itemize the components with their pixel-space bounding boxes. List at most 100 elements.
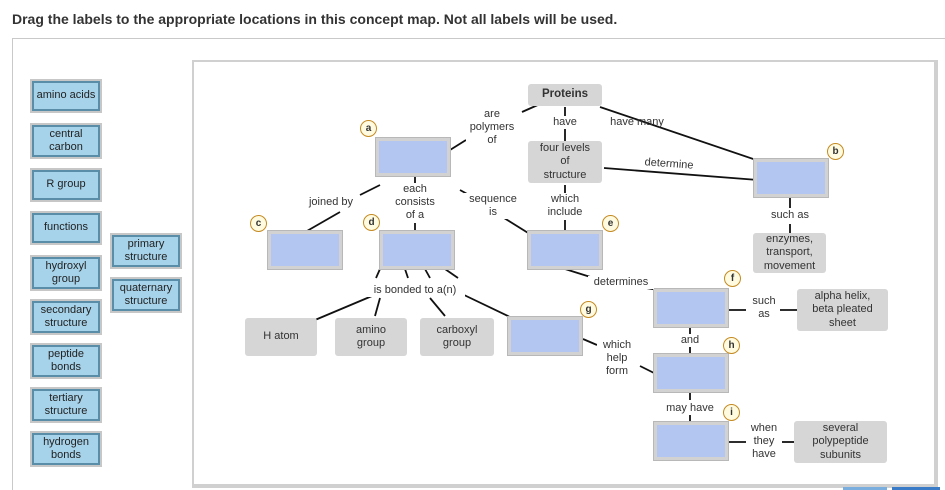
drop-target-c[interactable] — [267, 230, 343, 270]
link-and: and — [676, 334, 704, 348]
link-each-consists-of-a: each consists of a — [389, 183, 441, 223]
label-text: group — [51, 273, 81, 285]
link-text: determines — [593, 276, 649, 288]
label-quaternary-structure[interactable]: quaternary structure — [110, 277, 182, 313]
drop-target-g[interactable] — [507, 316, 583, 356]
node-four-levels-of-structure: four levels of structure — [528, 141, 602, 183]
marker-b: b — [827, 143, 844, 160]
node-text: H atom — [263, 330, 299, 343]
marker-letter: c — [255, 218, 262, 229]
node-text: group — [442, 337, 472, 349]
node-text: alpha helix, — [814, 290, 871, 303]
label-r-group[interactable]: R group — [30, 168, 102, 202]
node-proteins: Proteins — [528, 84, 602, 106]
label-text: structure — [44, 405, 88, 417]
label-text: secondary — [40, 303, 92, 316]
marker-letter: a — [365, 123, 372, 134]
marker-a: a — [360, 120, 377, 137]
link-text: form — [606, 365, 628, 378]
link-may-have: may have — [660, 402, 720, 416]
link-joined-by: joined by — [303, 196, 359, 210]
label-text: carbon — [49, 141, 83, 153]
node-text: enzymes, — [765, 233, 814, 246]
node-text: amino — [356, 323, 386, 336]
node-text: beta pleated — [812, 303, 873, 316]
link-when-they-have: when they have — [746, 422, 782, 462]
label-functions[interactable]: functions — [30, 211, 102, 245]
marker-c: c — [250, 215, 267, 232]
drop-target-d[interactable] — [379, 230, 455, 270]
label-secondary-structure[interactable]: secondary structure — [30, 299, 102, 335]
label-text: structure — [124, 295, 168, 307]
link-text: polymers — [469, 121, 515, 134]
node-enzymes-transport-movement: enzymes, transport, movement — [753, 233, 826, 273]
marker-e: e — [602, 215, 619, 232]
link-text: and — [680, 334, 700, 346]
link-have: have — [549, 116, 581, 130]
label-text: bonds — [51, 449, 81, 461]
marker-letter: g — [585, 304, 592, 315]
link-is-bonded-to: is bonded to a(n) — [365, 284, 465, 298]
node-text: of — [560, 155, 570, 168]
marker-g: g — [580, 301, 597, 318]
label-central-carbon[interactable]: central carbon — [30, 123, 102, 159]
instruction-text: Drag the labels to the appropriate locat… — [12, 11, 618, 27]
drop-target-f[interactable] — [653, 288, 729, 328]
node-text: transport, — [766, 246, 813, 259]
link-text: of a — [405, 209, 425, 222]
marker-letter: b — [832, 146, 839, 157]
node-text: polypeptide — [812, 435, 869, 448]
bottom-button-edge[interactable] — [843, 487, 887, 490]
label-text: peptide — [47, 347, 85, 360]
label-text: amino acids — [36, 89, 96, 102]
link-text: help — [606, 352, 628, 365]
node-alpha-helix-beta-sheet: alpha helix, beta pleated sheet — [797, 289, 888, 331]
marker-h: h — [723, 337, 740, 354]
link-text: which — [550, 193, 580, 205]
link-which-help-form: which help form — [597, 339, 637, 379]
label-amino-acids[interactable]: amino acids — [30, 79, 102, 113]
link-text: is bonded to a(n) — [373, 284, 457, 296]
label-text: structure — [124, 251, 168, 263]
label-text: bonds — [51, 361, 81, 373]
marker-letter: f — [730, 273, 735, 284]
label-tertiary-structure[interactable]: tertiary structure — [30, 387, 102, 423]
label-primary-structure[interactable]: primary structure — [110, 233, 182, 269]
node-text: sheet — [829, 316, 856, 329]
drop-target-h[interactable] — [653, 353, 729, 393]
node-amino-group: amino group — [335, 318, 407, 356]
link-text: as — [758, 308, 770, 321]
link-determines: determines — [588, 276, 654, 290]
marker-i: i — [723, 404, 740, 421]
drop-target-a[interactable] — [375, 137, 451, 177]
link-text: are — [484, 108, 500, 120]
drop-target-e[interactable] — [527, 230, 603, 270]
drop-target-i[interactable] — [653, 421, 729, 461]
label-hydrogen-bonds[interactable]: hydrogen bonds — [30, 431, 102, 467]
link-text: have many — [610, 116, 664, 128]
node-text: movement — [763, 259, 816, 272]
label-text: structure — [44, 317, 88, 329]
link-text: sequence — [469, 193, 517, 205]
marker-letter: h — [728, 340, 735, 351]
label-hydroxyl-group[interactable]: hydroxyl group — [30, 255, 102, 291]
node-text: structure — [543, 168, 587, 181]
node-text: four levels — [539, 142, 591, 155]
node-several-polypeptide-subunits: several polypeptide subunits — [794, 421, 887, 463]
link-text: each — [403, 183, 427, 195]
node-h-atom: H atom — [245, 318, 317, 356]
link-have-many: have many — [605, 116, 669, 129]
label-peptide-bonds[interactable]: peptide bonds — [30, 343, 102, 379]
label-text: functions — [43, 221, 89, 234]
node-text: subunits — [820, 448, 861, 461]
drop-target-b[interactable] — [753, 158, 829, 198]
marker-letter: i — [730, 407, 733, 418]
label-text: quaternary — [119, 281, 173, 294]
node-text: carboxyl — [436, 323, 478, 336]
link-text: have — [752, 448, 776, 461]
bottom-button-edge[interactable] — [892, 487, 940, 490]
link-are-polymers-of: are polymers of — [466, 108, 518, 148]
link-text: of — [487, 134, 497, 147]
link-text: may have — [666, 402, 714, 414]
